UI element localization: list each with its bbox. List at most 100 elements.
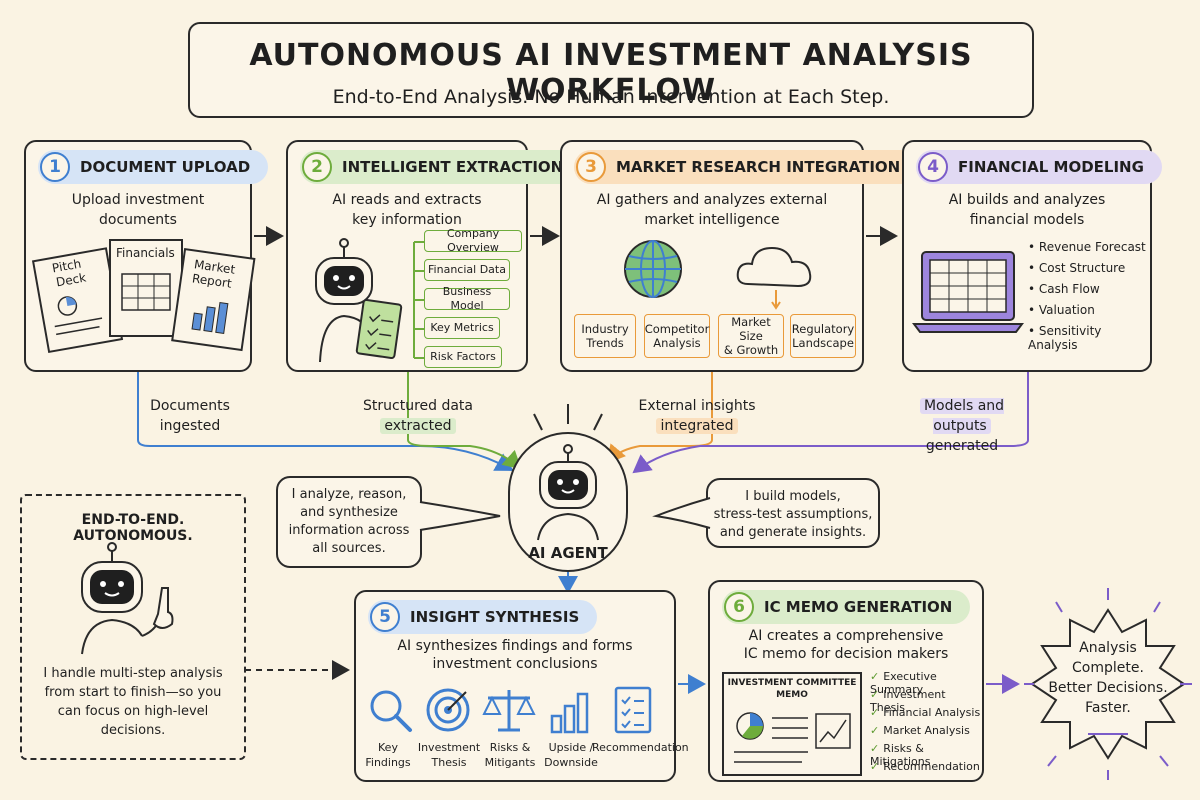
synth-label-risks: Risks & Mitigants [480,740,540,770]
autonomous-title: END-TO-END. AUTONOMOUS. [73,512,193,544]
agent-right-bubble-l3: and generate insights. [719,525,867,540]
flow-green [407,372,522,470]
step-6-desc-line2: IC memo for decision makers [743,646,949,662]
flow-label-external-l2: integrated [656,418,738,434]
scales-icon [482,690,536,732]
model-bullet-valuation-text: Valuation [1038,303,1095,317]
flow-label-models-l1: Models and outputs [919,398,1005,434]
step-4-title: FINANCIAL MODELING [958,158,1144,176]
autonomous-text-l1: I handle multi-step analysis [43,666,223,681]
market-chip-competitor-l2: Analysis [653,336,701,350]
flow-label-documents-l1: Documents [150,398,230,414]
agent-left-bubble-l2: and synthesize [300,505,398,520]
model-bullet-cost-text: Cost Structure [1038,261,1126,275]
step-1-header: 1 DOCUMENT UPLOAD [38,150,269,184]
model-bullet-cashflow: • Cash Flow [1028,282,1100,296]
step-3-number: 3 [576,152,606,182]
robot-reading-icon [315,238,403,363]
agent-right-bubble: I build models, stress-test assumptions,… [706,478,880,548]
step-6-desc-line1: AI creates a comprehensive [748,628,944,644]
memo-item-exec-summary-text: Executive Summary [870,670,937,696]
step-2-header: 2 INTELLIGENT EXTRACTION [300,150,582,184]
page-title: AUTONOMOUS AI INVESTMENT ANALYSIS WORKFL… [249,38,973,108]
synth-label-risks-l2: Mitigants [484,756,536,769]
autonomous-text-l3: can focus on high-level [57,704,209,719]
autonomous-text: I handle multi-step analysis from start … [20,664,246,740]
step-1-desc-line2: documents [99,212,177,228]
step-5-box: 5 INSIGHT SYNTHESIS AI synthesizes findi… [354,590,689,782]
market-chip-competitor-l1: Competitor [644,322,710,336]
step-3-title: MARKET RESEARCH INTEGRATION [616,158,901,176]
documents-icon [31,239,256,354]
memo-item-financial-text: Financial Analysis [883,706,981,719]
step-4-box: 4 FINANCIAL MODELING AI builds and analy… [902,140,1162,372]
step-4-header: 4 FINANCIAL MODELING [916,150,1162,184]
agent-left-bubble: I analyze, reason, and synthesize inform… [276,476,422,568]
magnifier-icon [370,690,412,732]
step-4-desc-line1: AI builds and analyzes [948,192,1106,208]
flow-label-documents: Documents ingested [130,396,250,436]
flow-orange [606,372,713,464]
agent-left-bubble-l3: information across [288,523,410,538]
memo-doc-graphics [734,712,851,763]
memo-item-thesis-text: Investment Thesis [870,688,946,714]
synth-label-key-findings-l2: Findings [365,756,411,769]
memo-item-thesis: ✓Investment Thesis [870,688,946,714]
step-4-desc-line2: financial models [969,212,1085,228]
step-4-number: 4 [918,152,948,182]
step-2-box: 2 INTELLIGENT EXTRACTION AI reads and ex… [286,140,582,372]
laptop-spreadsheet-icon [912,251,1024,333]
extract-item-business-model: Business Model [424,285,510,312]
synth-label-upside: Upside / Downside [540,740,602,770]
market-chip-industry-trends-l1: Industry [581,322,629,336]
memo-item-recommendation: ✓Recommendation [870,760,980,773]
market-chip-market-size-l2: & Growth [723,343,779,357]
model-bullet-cost: • Cost Structure [1028,261,1126,275]
synth-label-upside-l2: Downside [544,756,598,769]
cloud-icon [736,246,812,310]
doc-financials-label: Financials [116,246,175,260]
globe-icon [624,240,682,298]
step-1-desc-line1: Upload investment [71,192,205,208]
memo-item-recommendation-text: Recommendation [883,760,980,773]
memo-doc-title-1: INVESTMENT COMMITTEE [727,678,857,688]
step-6-title: IC MEMO GENERATION [764,598,953,616]
ai-agent-label: AI AGENT [528,544,608,562]
step-5-desc-line1: AI synthesizes findings and forms [397,638,633,654]
page-subtitle: End-to-End Analysis. No Human Interventi… [332,86,890,108]
extract-item-financial-data: Financial Data [424,259,510,281]
market-chip-regulatory-l2: Landscape [792,336,854,350]
robot-pointing-icon [81,542,174,655]
extract-item-risk-factors: Risk Factors [424,346,502,368]
step-6-number: 6 [724,592,754,622]
step-6-box: 6 IC MEMO GENERATION AI creates a compre… [708,580,984,782]
step-2-title: INTELLIGENT EXTRACTION [342,158,564,176]
step-3-desc-line1: AI gathers and analyzes external [596,192,828,208]
ai-agent-robot-icon [537,444,599,541]
synth-label-risks-l1: Risks & [489,741,531,754]
step-1-title: DOCUMENT UPLOAD [80,158,251,176]
agent-left-bubble-l4: all sources. [312,541,386,556]
memo-doc-title-2: MEMO [776,690,808,700]
market-chip-market-size: Market Size& Growth [718,314,784,358]
flow-label-structured: Structured data extracted [356,396,480,436]
agent-right-bubble-l2: stress-test assumptions, [713,507,873,522]
memo-item-market: ✓Market Analysis [870,724,970,737]
memo-item-exec-summary: ✓Executive Summary [870,670,937,696]
autonomous-panel [20,494,246,760]
synth-label-thesis-l1: Investment [417,741,481,754]
flow-label-external-l1: External insights [638,398,756,414]
flow-label-models: Models and outputs generated [892,396,1032,456]
step-5-title: INSIGHT SYNTHESIS [410,608,580,626]
memo-item-financial: ✓Financial Analysis [870,706,981,719]
flow-label-external: External insights integrated [634,396,760,436]
step-2-number: 2 [302,152,332,182]
agent-right-bubble-l1: I build models, [745,489,841,504]
step-5-desc-line2: investment conclusions [432,656,598,672]
synth-label-thesis-l2: Thesis [431,756,467,769]
flow-label-structured-l2: extracted [380,418,456,434]
agent-right-bubble-tail [652,497,711,529]
memo-item-market-text: Market Analysis [883,724,970,737]
